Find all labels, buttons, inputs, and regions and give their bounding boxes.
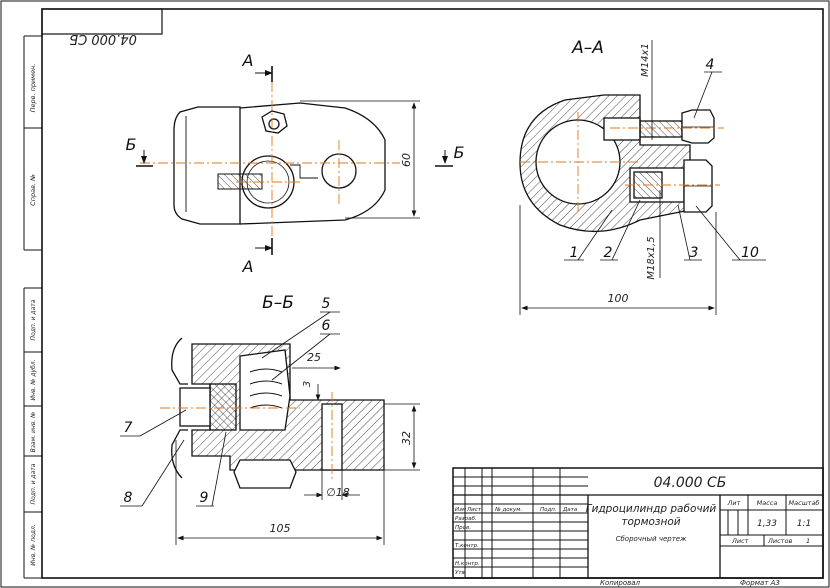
- callout-2: 2: [604, 245, 613, 261]
- callout-7: 7: [124, 420, 133, 436]
- cut-plane-marks: [136, 66, 453, 255]
- title-sheets: Листов: [767, 537, 792, 545]
- callout-1: 1: [570, 245, 579, 261]
- title-col-mass: Масса: [757, 499, 778, 507]
- side-label-first-use: Перв. примен.: [29, 64, 37, 113]
- title-name-line2: тормозной: [621, 516, 680, 528]
- callout-leaders-bb: [120, 311, 340, 507]
- side-label-dup-inv: Инв. № дубл.: [30, 359, 37, 400]
- side-label-orig-inv: Инв. № подл.: [30, 524, 37, 565]
- role-approver: Утв.: [455, 570, 467, 576]
- dim-25-label: 25: [307, 351, 321, 364]
- title-doc-type: Сборочный чертеж: [616, 535, 687, 543]
- dim-60-label: 60: [400, 153, 413, 167]
- title-col-scale: Масштаб: [789, 499, 820, 507]
- hdr-date: Дата: [562, 507, 578, 513]
- role-checker: Пров.: [455, 525, 471, 531]
- main-view-centerlines: [140, 82, 400, 240]
- role-ncontrol: Н.контр.: [455, 561, 480, 567]
- thread-m18-label: М18х1,5: [646, 236, 657, 279]
- hdr-sign: Подп.: [540, 507, 557, 513]
- title-mass-value: 1,33: [757, 519, 777, 529]
- title-name-line1: Гидроцилиндр рабочий: [586, 503, 717, 515]
- title-sheets-count: 1: [806, 537, 810, 545]
- dim-32-label: 32: [400, 431, 413, 445]
- hdr-list: Лист: [466, 507, 482, 513]
- mirrored-designation: 04.000 СБ: [69, 31, 137, 46]
- callout-leaders-aa: [564, 71, 766, 261]
- hdr-izm: Изм: [455, 507, 466, 513]
- main-view: [173, 102, 386, 225]
- dim-dia18-label: ∅18: [326, 486, 350, 499]
- section-aa-dims: [519, 40, 717, 315]
- callout-9: 9: [200, 490, 209, 506]
- title-scale-value: 1:1: [797, 519, 811, 529]
- dim-105-label: 105: [270, 522, 291, 535]
- side-label-reference: Справ. №: [29, 174, 37, 206]
- callout-10: 10: [741, 245, 759, 261]
- section-aa-centerlines: [520, 112, 724, 212]
- section-aa-title: А–А: [571, 38, 604, 58]
- copied-by: Копировал: [600, 579, 641, 587]
- callout-6: 6: [322, 318, 331, 334]
- role-tcontrol: Т.контр.: [455, 543, 479, 549]
- format-note: Формат А3: [740, 579, 780, 587]
- cut-label-a-top: А: [242, 51, 254, 70]
- callout-5: 5: [322, 296, 331, 312]
- inner-frame: [41, 8, 824, 579]
- callout-8: 8: [124, 490, 133, 506]
- callout-3: 3: [690, 245, 699, 261]
- title-col-lit: Лит: [727, 499, 741, 507]
- dim-100-label: 100: [608, 292, 629, 305]
- callout-4: 4: [706, 57, 715, 73]
- dim-60: [300, 100, 420, 219]
- dim-3-label: 3: [302, 381, 313, 387]
- title-designation: 04.000 СБ: [654, 475, 727, 491]
- section-bb-centerlines: [160, 392, 333, 480]
- section-bb: [171, 337, 385, 489]
- side-strip-labels: Перв. примен. Справ. № Подп. и дата Инв.…: [29, 64, 37, 566]
- cut-label-a-bottom: А: [242, 257, 254, 276]
- hdr-doc: № докум.: [494, 507, 522, 513]
- side-label-sign-date-1: Подп. и дата: [30, 299, 37, 340]
- title-sheet: Лист: [731, 537, 749, 545]
- title-block: [452, 467, 824, 579]
- mirrored-designation-box: 04.000 СБ: [41, 8, 163, 46]
- side-strip: [23, 35, 42, 579]
- side-label-sign-date-2: Подп. и дата: [30, 463, 37, 504]
- role-developer: Разраб.: [455, 516, 477, 522]
- side-label-repl-inv: Взам. инв. №: [30, 412, 37, 453]
- cut-label-b-right: Б: [454, 143, 465, 162]
- cut-label-b-left: Б: [126, 135, 137, 154]
- thread-m14-label: М14х1: [640, 43, 651, 77]
- section-aa: [519, 94, 715, 233]
- section-bb-title: Б–Б: [262, 293, 294, 313]
- section-bb-dims: [175, 365, 420, 545]
